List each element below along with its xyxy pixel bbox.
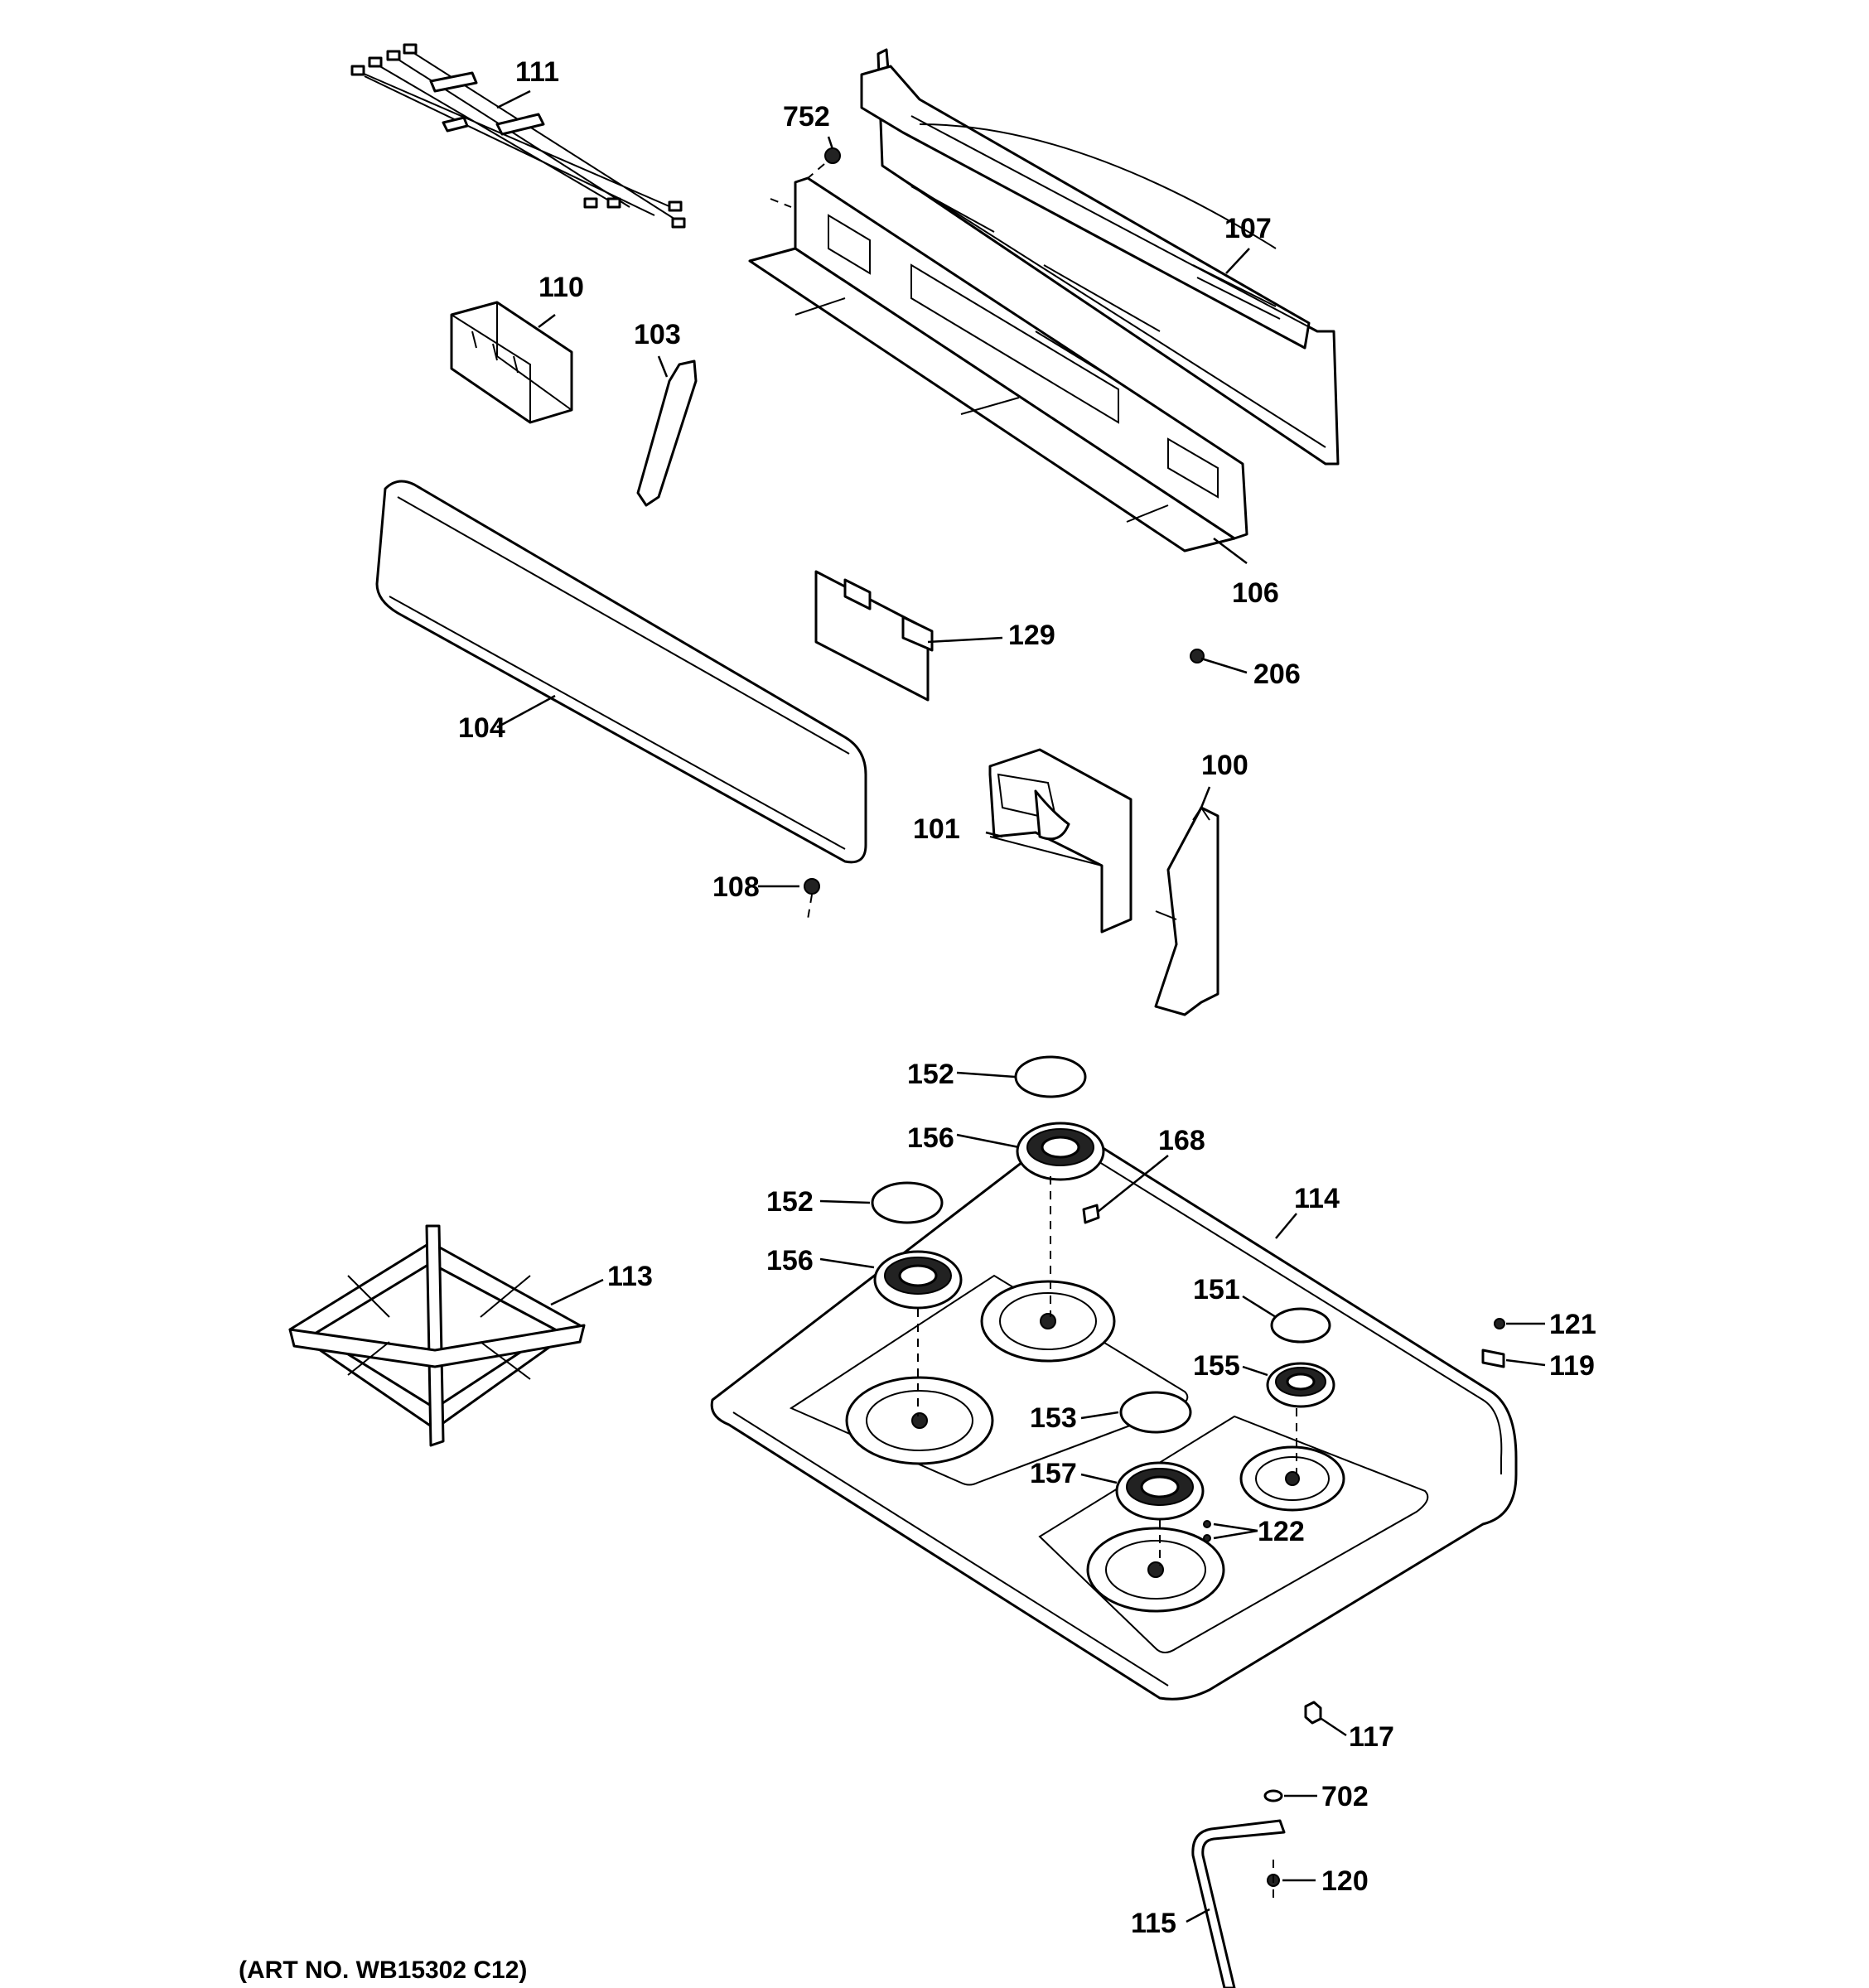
callout-114: 114 — [1294, 1183, 1340, 1214]
callout-120: 120 — [1321, 1865, 1369, 1897]
part-104-backguard-trim — [375, 480, 867, 864]
callout-101: 101 — [913, 813, 960, 845]
callout-107: 107 — [1224, 213, 1272, 244]
callout-100: 100 — [1201, 750, 1248, 781]
part-702-washer — [1263, 1789, 1283, 1802]
burner-rear-right — [1266, 1307, 1335, 1474]
burner-rear-left — [1014, 1055, 1105, 1317]
leader-lines — [496, 89, 1546, 1923]
callout-labels: 111 752 107 110 103 106 129 206 104 100 … — [239, 56, 1596, 1984]
callout-155: 155 — [1193, 1350, 1240, 1382]
part-117-nut — [1304, 1701, 1322, 1725]
callout-752: 752 — [783, 101, 830, 133]
callout-152-rear: 152 — [907, 1059, 954, 1090]
callout-152-front: 152 — [766, 1186, 814, 1218]
part-111-wire-harness — [350, 43, 686, 229]
callout-111: 111 — [515, 56, 559, 88]
callout-103: 103 — [634, 319, 681, 350]
callout-106: 106 — [1232, 577, 1279, 609]
part-108-screw — [804, 878, 820, 920]
art-number: (ART NO. WB15302 C12) — [239, 1957, 527, 1984]
callout-206: 206 — [1253, 659, 1301, 690]
callout-129: 129 — [1008, 620, 1055, 651]
callout-110: 110 — [538, 272, 584, 303]
callout-113: 113 — [607, 1261, 653, 1292]
burner-front-right — [1115, 1391, 1211, 1566]
part-120-screw — [1267, 1860, 1280, 1901]
callout-151: 151 — [1193, 1274, 1240, 1305]
part-110-connector-block — [450, 301, 573, 424]
callout-108: 108 — [712, 871, 760, 903]
part-168-clip — [1082, 1204, 1100, 1224]
callout-156-front: 156 — [766, 1245, 814, 1276]
part-107-rear-panel — [860, 48, 1340, 466]
callout-122: 122 — [1258, 1516, 1305, 1547]
callout-121: 121 — [1549, 1309, 1596, 1340]
callout-157: 157 — [1030, 1458, 1077, 1489]
part-119-bracket — [1481, 1349, 1505, 1368]
callout-156-rear: 156 — [907, 1122, 954, 1154]
part-113-grate — [288, 1224, 586, 1447]
part-100-side-bracket — [1154, 806, 1219, 1016]
part-101-heat-shield — [988, 748, 1133, 934]
part-115-tube — [1191, 1819, 1286, 1988]
callout-119: 119 — [1549, 1350, 1595, 1382]
part-121-screw — [1494, 1318, 1505, 1329]
burner-front-left — [871, 1181, 963, 1416]
callout-702: 702 — [1321, 1781, 1369, 1812]
callout-168: 168 — [1158, 1125, 1205, 1156]
callout-104: 104 — [458, 712, 505, 744]
part-106-control-panel-frame — [748, 176, 1248, 552]
part-103-bracket — [636, 359, 698, 507]
callout-153: 153 — [1030, 1402, 1077, 1434]
callout-115: 115 — [1131, 1908, 1176, 1939]
callout-117: 117 — [1349, 1721, 1394, 1753]
part-206-screw — [1190, 649, 1205, 663]
part-129-control-board — [814, 570, 934, 702]
